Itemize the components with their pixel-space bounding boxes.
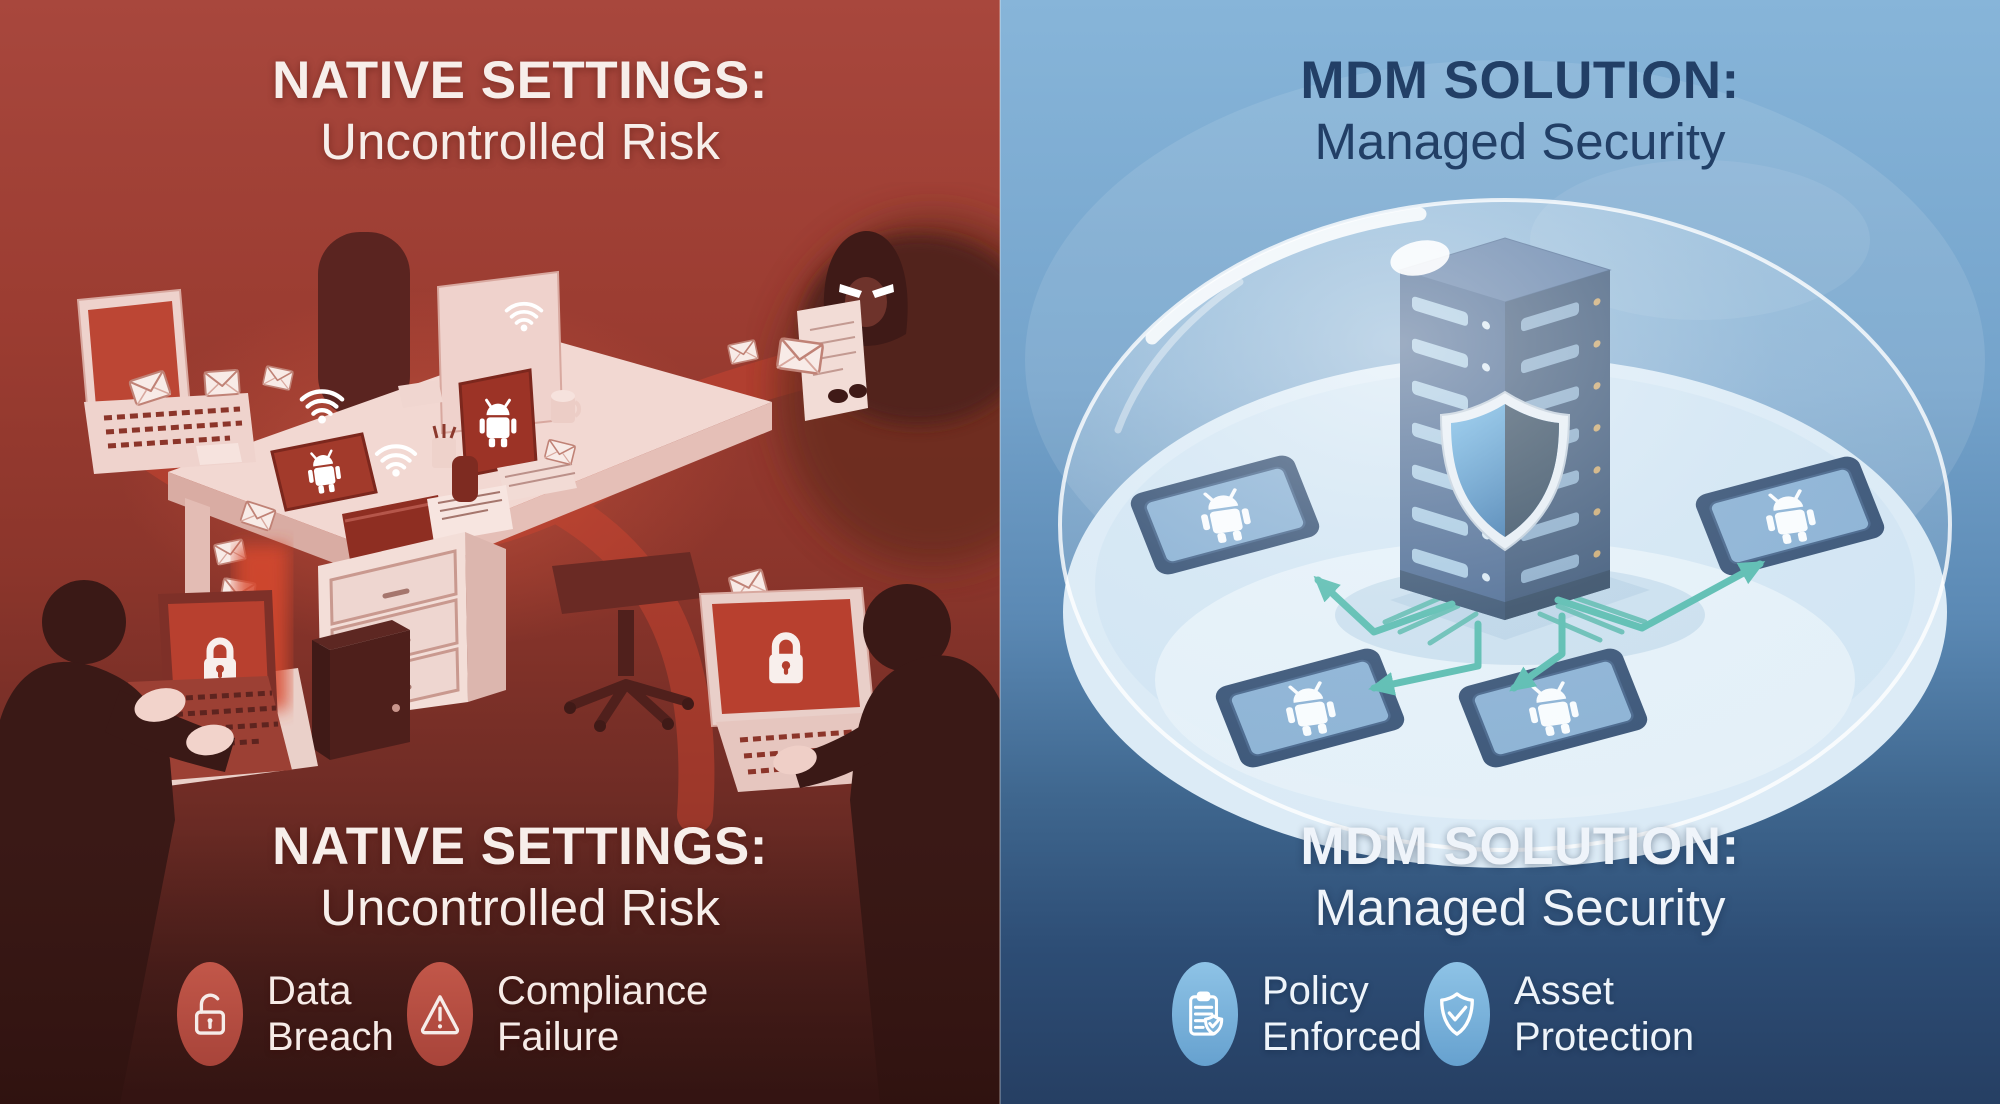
left-top-title-line2: Uncontrolled Risk: [320, 113, 720, 170]
right-top-title: MDM SOLUTION: Managed Security: [1020, 52, 2000, 170]
panel-divider: [999, 0, 1001, 1104]
compliance-failure-badge: Compliance Failure: [407, 962, 708, 1066]
desk-items: [342, 380, 582, 566]
right-top-title-line2: Managed Security: [1314, 113, 1726, 170]
envelope-icon: [203, 368, 241, 398]
data-breach-label: Data Breach: [267, 968, 394, 1060]
asset-protection-badge: Asset Protection: [1424, 962, 1694, 1066]
compliance-failure-label: Compliance Failure: [497, 968, 708, 1060]
left-bottom-title-line2: Uncontrolled Risk: [320, 879, 720, 936]
document-lines: [809, 321, 857, 376]
mdm-solution-panel: MDM SOLUTION: Managed Security MDM SOLUT…: [1000, 0, 2000, 1104]
policy-enforced-badge: Policy Enforced: [1172, 962, 1422, 1066]
bottom-vignette: [0, 830, 1000, 1104]
right-bottom-title-line2: Managed Security: [1314, 879, 1726, 936]
hacker-figure: [777, 217, 1000, 567]
data-breach-badge: Data Breach: [177, 962, 394, 1066]
shield-check-icon: [1424, 962, 1490, 1066]
left-bottom-title: NATIVE SETTINGS: Uncontrolled Risk: [20, 818, 1000, 936]
uncontrolled-risk-illustration: [0, 0, 1000, 1104]
badge-label-line: Breach: [267, 1015, 394, 1059]
left-bottom-title-line1: NATIVE SETTINGS:: [272, 817, 768, 876]
left-top-title: NATIVE SETTINGS: Uncontrolled Risk: [20, 52, 1000, 170]
badge-label-line: Failure: [497, 1015, 620, 1059]
badge-label-line: Data: [267, 969, 352, 1013]
open-padlock-icon: [177, 962, 243, 1066]
right-bottom-title-line1: MDM SOLUTION:: [1300, 817, 1740, 876]
badge-label-line: Compliance: [497, 969, 709, 1013]
asset-protection-label: Asset Protection: [1514, 968, 1694, 1060]
pc-tower: [312, 620, 410, 760]
badge-label-line: Asset: [1514, 969, 1615, 1013]
envelope-icon: [775, 336, 825, 376]
protection-dome: [1058, 198, 1952, 852]
right-bottom-title: MDM SOLUTION: Managed Security: [1020, 818, 2000, 936]
badge-label-line: Protection: [1514, 1015, 1695, 1059]
policy-clipboard-icon: [1172, 962, 1238, 1066]
office-chair-lower: [552, 552, 702, 732]
hacker-eyes: [839, 284, 894, 298]
managed-security-illustration: [1000, 0, 2000, 1104]
badge-label-line: Enforced: [1262, 1015, 1423, 1059]
policy-enforced-label: Policy Enforced: [1262, 968, 1422, 1060]
left-top-title-line1: NATIVE SETTINGS:: [272, 51, 768, 110]
right-top-title-line1: MDM SOLUTION:: [1300, 51, 1740, 110]
native-settings-panel: NATIVE SETTINGS: Uncontrolled Risk NATIV…: [0, 0, 1000, 1104]
warning-triangle-icon: [407, 962, 473, 1066]
badge-label-line: Policy: [1262, 969, 1369, 1013]
